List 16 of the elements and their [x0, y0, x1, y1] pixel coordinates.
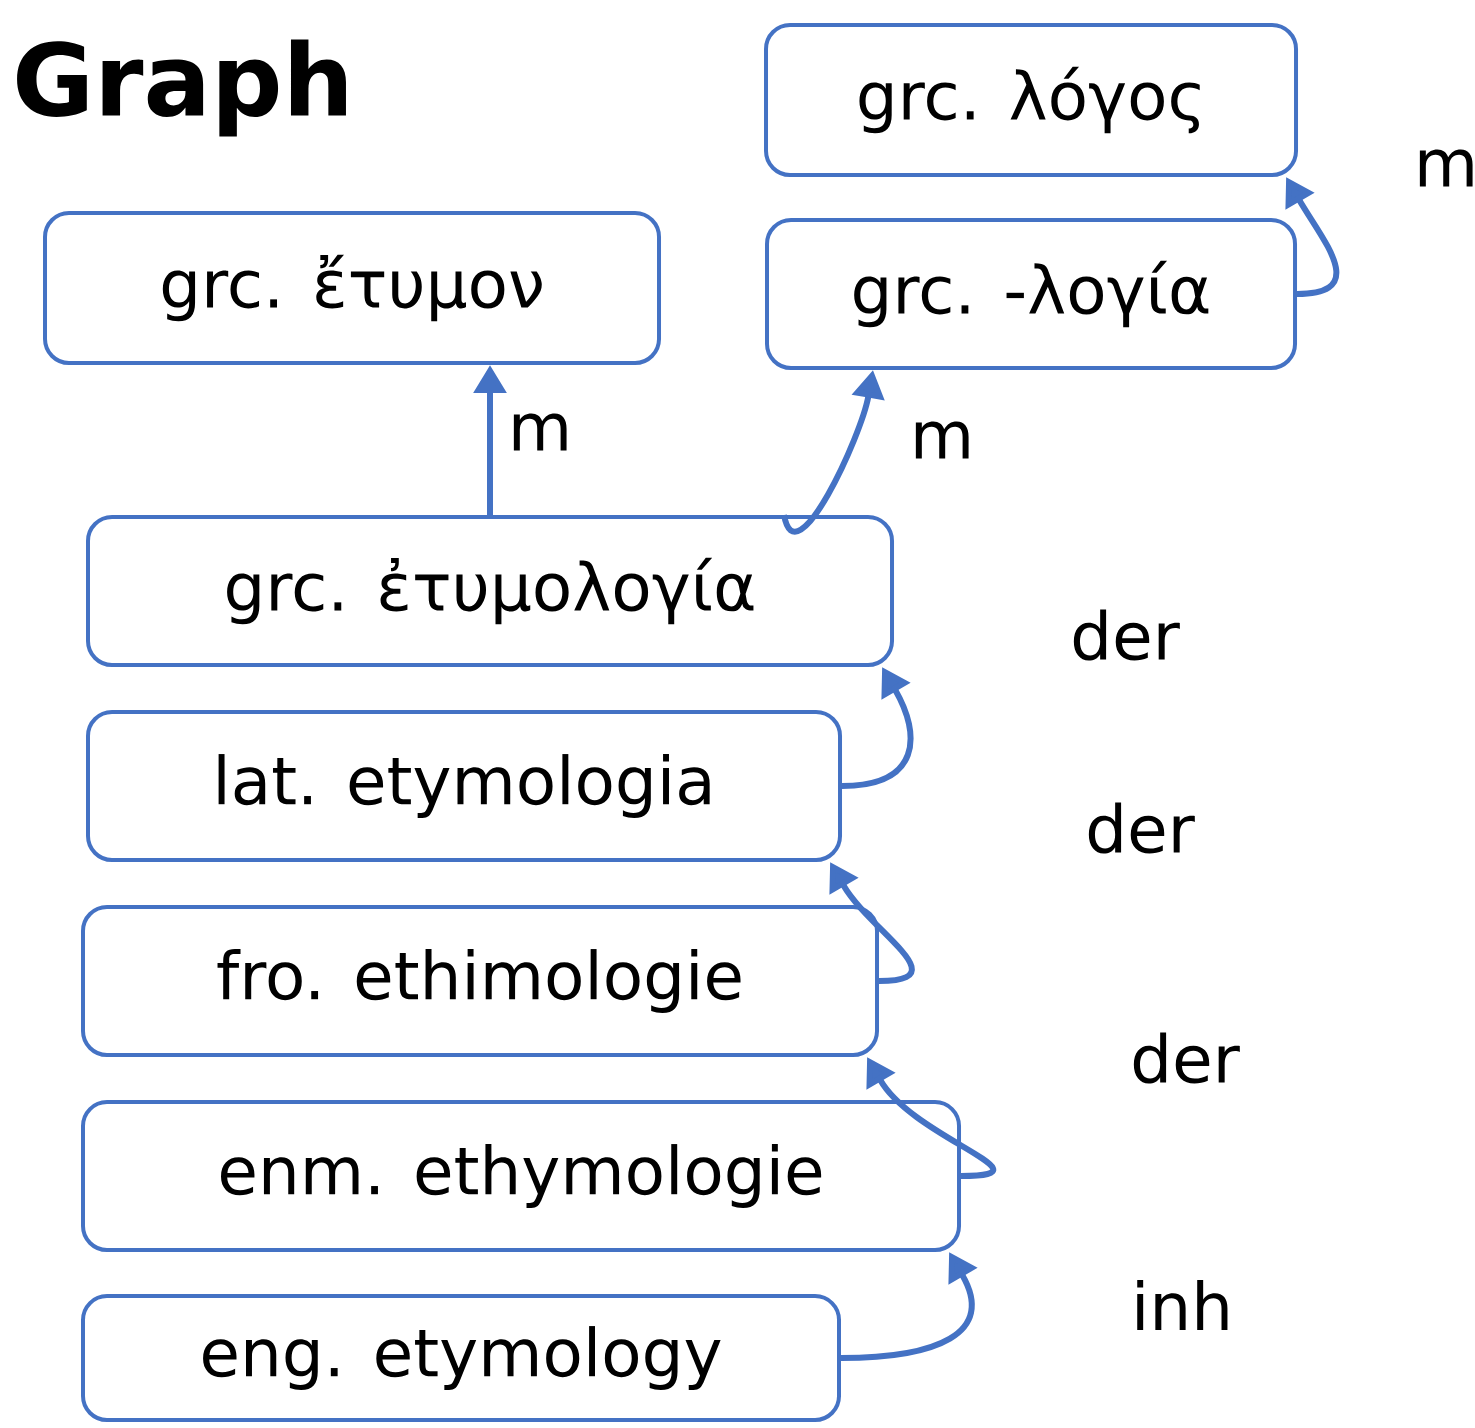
term-box: fro. ethimologie — [81, 905, 879, 1057]
edge-label: m — [505, 411, 575, 453]
edge-label: inh — [1129, 1277, 1235, 1333]
term-box: enm. ethymologie — [81, 1100, 961, 1252]
term-box: lat. etymologia — [86, 710, 842, 862]
term-box: grc. λόγος — [764, 23, 1298, 177]
term-box: grc. ἐτυμολογία — [86, 515, 894, 667]
title: Graph — [17, 39, 346, 137]
edge-label: der — [1083, 800, 1197, 856]
edge-label: der — [1128, 1030, 1242, 1086]
edge-label: der — [1068, 607, 1182, 663]
edge-label: m — [1411, 147, 1475, 189]
term-box: eng. etymology — [81, 1294, 841, 1422]
term-box: grc. -λογία — [765, 218, 1297, 370]
term-box: grc. ἔτυμον — [43, 211, 661, 365]
edge-label: m — [907, 419, 977, 461]
